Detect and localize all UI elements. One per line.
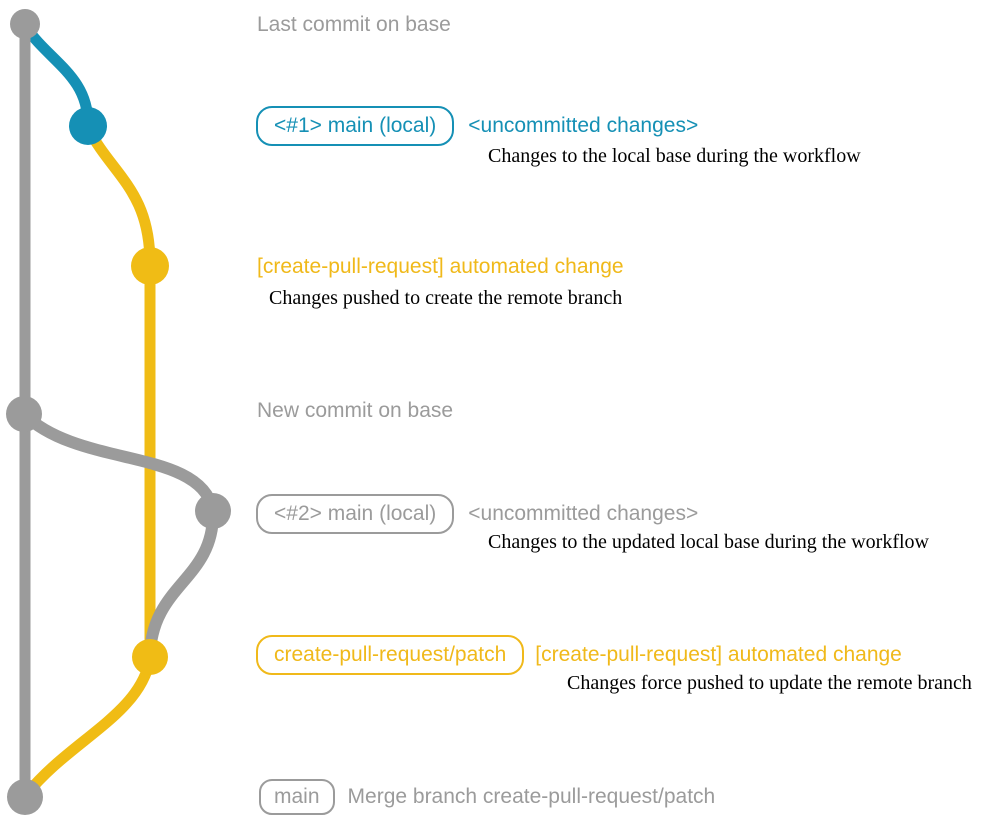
commit-node-merge: [7, 779, 43, 815]
branch-curve-patch2-to-merge: [20, 653, 156, 801]
note-uncommitted-2: <uncommitted changes>: [468, 502, 699, 525]
branch-curve-base-to-local1: [19, 20, 94, 130]
git-graph: [6, 9, 231, 815]
commit-node-patch-2: [132, 639, 168, 675]
row-patch-branch: create-pull-request/patch [create-pull-r…: [256, 635, 902, 675]
commit-node-patch-1: [131, 247, 169, 285]
note-uncommitted-1: <uncommitted changes>: [468, 114, 699, 137]
branch-curve-base2-to-local2: [19, 409, 219, 516]
commit-node-local-1: [69, 107, 107, 145]
commit-node-base-1: [10, 9, 40, 39]
detail-pushed: Changes pushed to create the remote bran…: [269, 287, 623, 309]
badge-main: main: [259, 779, 335, 815]
row-main-local-1: <#1> main (local) <uncommitted changes>: [256, 106, 698, 146]
detail-force-pushed: Changes force pushed to update the remot…: [567, 672, 972, 694]
heading-last-commit: Last commit on base: [257, 13, 451, 36]
row-merge: main Merge branch create-pull-request/pa…: [259, 779, 715, 815]
badge-main-local-1: <#1> main (local): [256, 106, 455, 146]
label-merge-commit: Merge branch create-pull-request/patch: [347, 785, 716, 808]
label-automated-change-2: [create-pull-request] automated change: [535, 643, 902, 666]
detail-local-changes-1: Changes to the local base during the wor…: [488, 145, 861, 167]
row-main-local-2: <#2> main (local) <uncommitted changes>: [256, 494, 698, 534]
commit-node-base-2: [6, 396, 42, 432]
branch-curve-local1-to-patch1: [82, 122, 156, 270]
commit-node-local-2: [195, 493, 231, 529]
detail-local-changes-2: Changes to the updated local base during…: [488, 531, 929, 553]
badge-patch-branch: create-pull-request/patch: [256, 635, 525, 675]
branch-curve-local2-to-patch2: [144, 508, 219, 661]
label-automated-change-1: [create-pull-request] automated change: [257, 255, 624, 278]
badge-main-local-2: <#2> main (local): [256, 494, 455, 534]
heading-new-commit: New commit on base: [257, 399, 454, 422]
